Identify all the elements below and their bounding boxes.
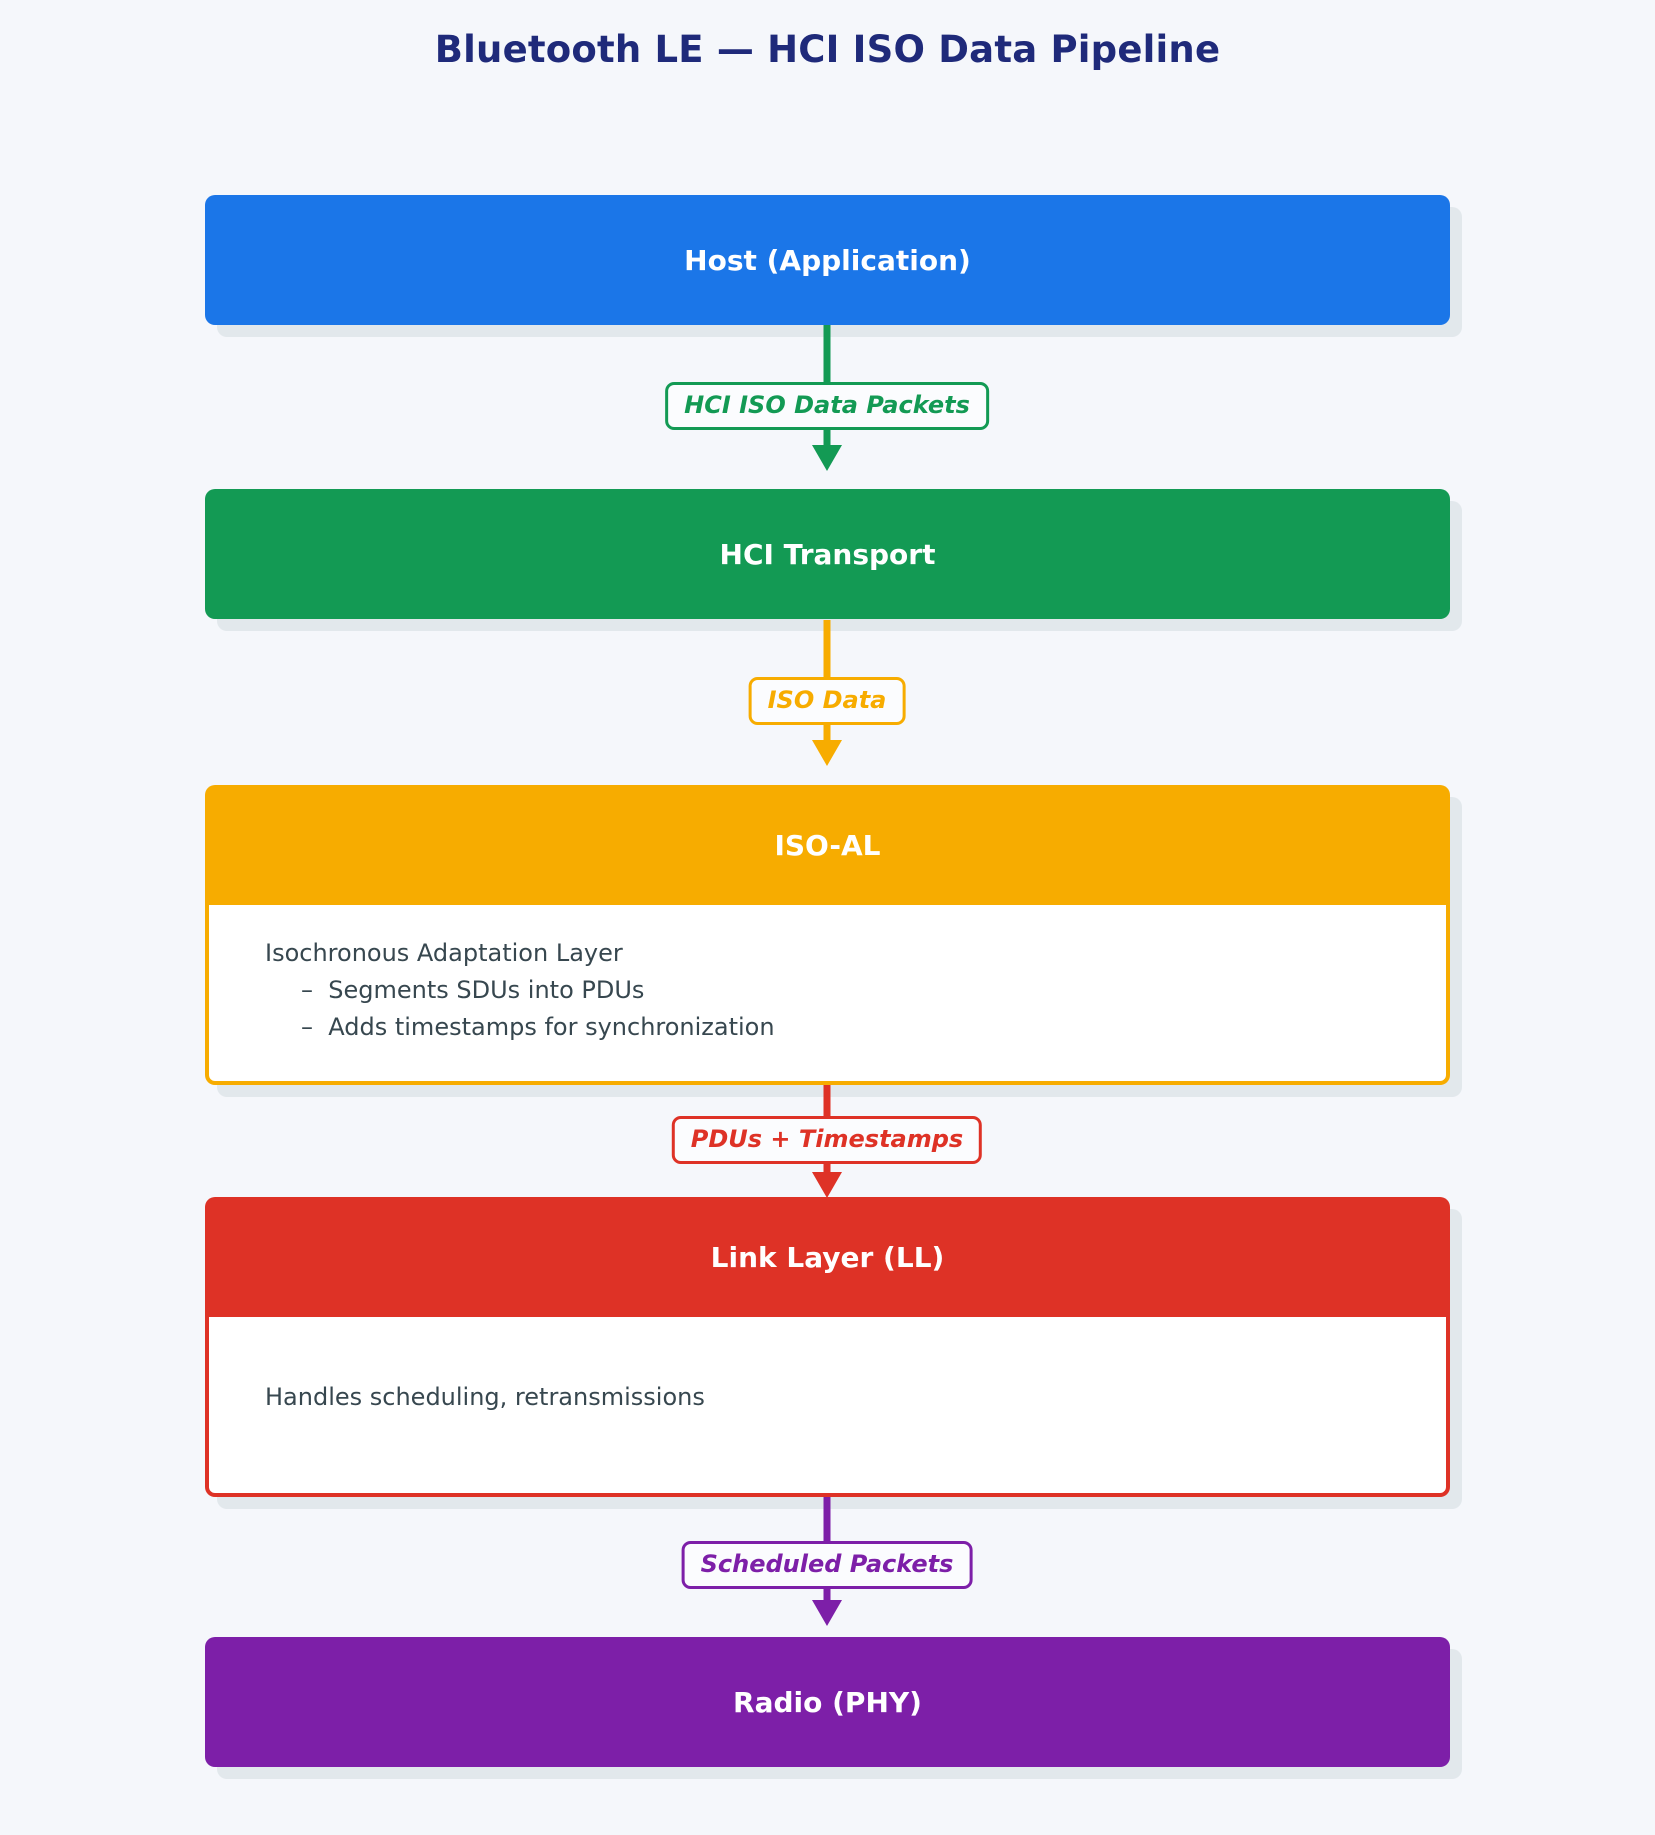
edge-arrowhead [812,1172,842,1198]
node-body-iso-al: Isochronous Adaptation Layer – Segments … [205,905,1450,1085]
node-body-link-layer: Handles scheduling, retransmissions [205,1317,1450,1497]
node-radio[interactable]: Radio (PHY) [205,1637,1462,1779]
node-iso-al[interactable]: ISO-AL Isochronous Adaptation Layer – Se… [205,785,1462,1097]
node-body-line: Isochronous Adaptation Layer [265,939,623,967]
edge-label-scheduled-packets: Scheduled Packets [681,1541,973,1589]
node-header: HCI Transport [205,489,1450,619]
node-link-layer[interactable]: Link Layer (LL) Handles scheduling, retr… [205,1197,1462,1509]
node-host[interactable]: Host (Application) [205,195,1462,337]
node-header: Radio (PHY) [205,1637,1450,1767]
node-label-host: Host (Application) [684,243,971,277]
node-header: Link Layer (LL) [205,1197,1450,1317]
node-header: ISO-AL [205,785,1450,905]
edge-label-iso-data: ISO Data [748,677,906,725]
page-title: Bluetooth LE — HCI ISO Data Pipeline [434,28,1221,71]
edge-label-hci-iso-data-packets: HCI ISO Data Packets [665,382,989,430]
edge-label-pdus-timestamps: PDUs + Timestamps [671,1116,983,1164]
edge-arrowhead [812,1600,842,1626]
edge-arrowhead [812,740,842,766]
node-hci-transport[interactable]: HCI Transport [205,489,1462,631]
edge-arrowhead [812,445,842,471]
node-body-line: – Segments SDUs into PDUs [301,976,645,1005]
node-label-radio: Radio (PHY) [733,1685,922,1719]
node-label-link-layer: Link Layer (LL) [710,1240,945,1274]
node-label-hci-transport: HCI Transport [719,537,936,571]
node-header: Host (Application) [205,195,1450,325]
node-label-iso-al: ISO-AL [774,828,881,862]
node-body-line: Handles scheduling, retransmissions [265,1383,705,1411]
node-body-line: – Adds timestamps for synchronization [301,1013,775,1042]
